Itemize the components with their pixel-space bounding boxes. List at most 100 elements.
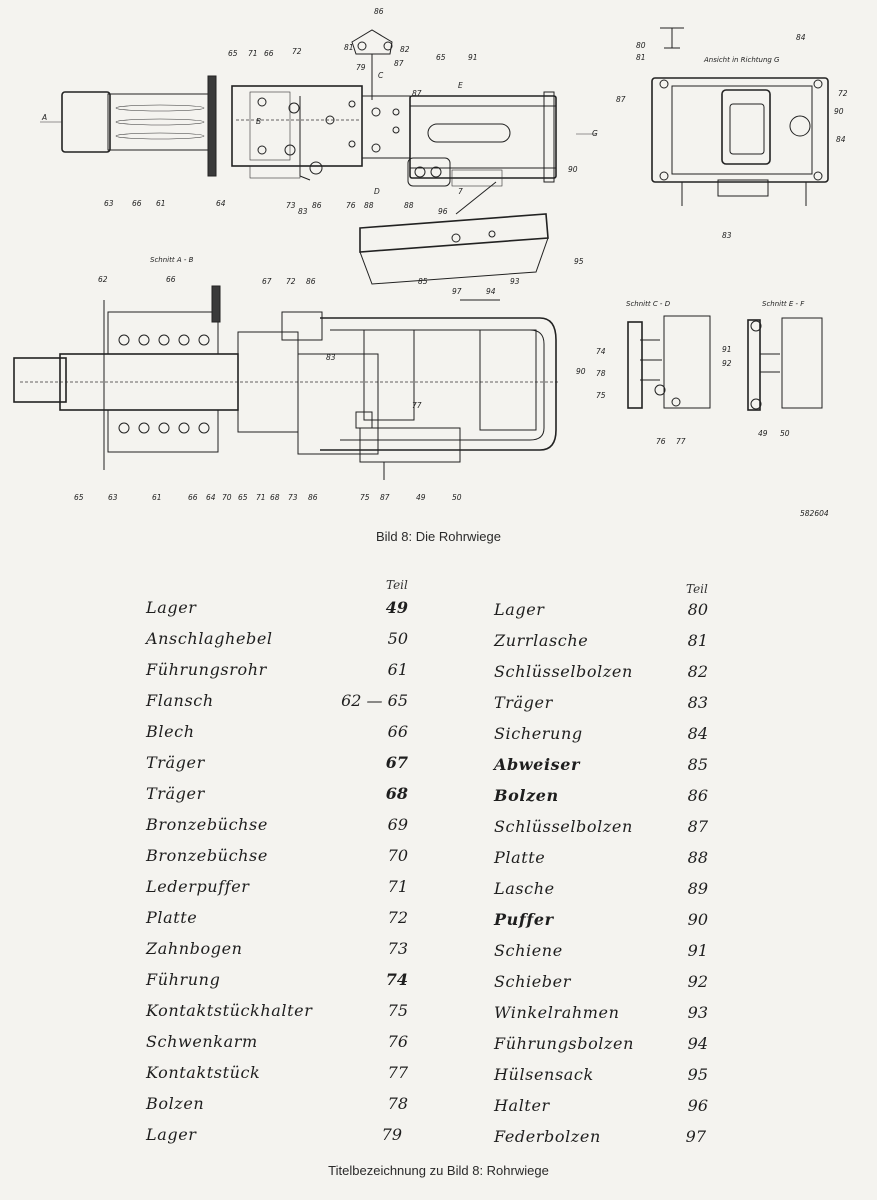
callout-label: 86: [312, 201, 322, 210]
part-name: Bronzebüchse: [146, 846, 268, 865]
part-name: Führung: [146, 970, 221, 989]
callout-label: 63: [104, 199, 114, 208]
part-number: 93: [687, 1003, 708, 1022]
callout-label: 65: [228, 49, 238, 58]
part-number: 86: [687, 786, 708, 805]
part-number: 94: [687, 1034, 708, 1053]
callout-label: 50: [780, 429, 790, 438]
callout-label: 74: [596, 347, 606, 356]
part-name: Platte: [494, 848, 546, 867]
part-name: Lager: [146, 1125, 197, 1144]
part-name: Schiene: [494, 941, 563, 960]
callout-label: 64: [216, 199, 226, 208]
technical-drawing: 65 71 66 72 79 C 87 65 E 91 63 66 61 64 …: [13, 7, 848, 518]
callout-label: 80: [636, 41, 646, 50]
part-name: Zurrlasche: [494, 631, 589, 650]
part-number: 67: [385, 753, 408, 772]
part-name: Sicherung: [494, 724, 583, 743]
part-number: 80: [687, 600, 708, 619]
part-number: 83: [687, 693, 708, 712]
part-number: 72: [387, 908, 408, 927]
part-name: Federbolzen: [494, 1127, 601, 1146]
callout-label: 88: [404, 201, 414, 210]
part-number: 77: [387, 1063, 408, 1082]
callout-label: 90: [568, 165, 578, 174]
part-name: Führungsrohr: [146, 660, 267, 679]
part-number: 90: [687, 910, 708, 929]
part-number: 84: [687, 724, 708, 743]
part-number: 71: [387, 877, 408, 896]
part-name: Kontaktstück: [146, 1063, 261, 1082]
callout-label: E: [458, 81, 463, 90]
callout-label: 81: [636, 53, 646, 62]
part-name: Puffer: [494, 910, 554, 929]
part-number: 82: [687, 662, 708, 681]
callout-label: 72: [286, 277, 296, 286]
figure-caption: Bild 8: Die Rohrwiege: [375, 529, 501, 544]
table-row: Puffer 90: [494, 910, 716, 934]
callout-label: 86: [306, 277, 316, 286]
part-number: 74: [385, 970, 408, 989]
callout-label: 65: [436, 53, 446, 62]
callout-label: 77: [676, 437, 686, 446]
part-name: Lederpuffer: [146, 877, 250, 896]
callout-label: 91: [722, 345, 732, 354]
callout-label: 50: [452, 493, 462, 502]
bracket-drawing: 96 97 94 95: [359, 181, 584, 296]
table-row: Führung 74: [146, 970, 416, 994]
callout-label: 97: [452, 287, 462, 296]
part-name: Lasche: [494, 879, 555, 898]
part-name: Halter: [494, 1096, 550, 1115]
callout-label: 83: [326, 353, 336, 362]
part-name: Schwenkarm: [146, 1032, 258, 1051]
callout-label: 86: [308, 493, 318, 502]
callout-label: 91: [468, 53, 478, 62]
callout-label: 63: [108, 493, 118, 502]
drawing-number: 582604: [800, 509, 829, 518]
callout-label: A: [41, 113, 47, 122]
part-number: 61: [387, 660, 408, 679]
callout-label: 67: [262, 277, 272, 286]
part-number: 79: [381, 1125, 402, 1144]
callout-label: 75: [596, 391, 606, 400]
callout-label: 82: [400, 45, 410, 54]
callout-label: 71: [256, 493, 266, 502]
part-number: 78: [387, 1094, 408, 1113]
table-row: Sicherung 84: [494, 724, 716, 748]
callout-label: 66: [264, 49, 274, 58]
part-number: 97: [685, 1127, 706, 1146]
callout-label: 90: [576, 367, 586, 376]
callout-label: 62: [98, 275, 108, 284]
part-name: Schlüsselbolzen: [494, 662, 633, 681]
callout-label: 83: [298, 207, 308, 216]
teil-header-left: Teil: [386, 578, 408, 592]
part-name: Anschlaghebel: [146, 629, 273, 648]
part-name: Zahnbogen: [146, 939, 243, 958]
callout-label: 85: [418, 277, 428, 286]
part-number: 89: [687, 879, 708, 898]
callout-label: 79: [356, 63, 366, 72]
callout-label: 94: [486, 287, 496, 296]
view-title: Ansicht in Richtung G: [703, 56, 780, 64]
table-row: Federbolzen 97: [494, 1127, 716, 1151]
callout-label: 83: [722, 231, 732, 240]
part-name: Kontaktstückhalter: [146, 1001, 313, 1020]
table-row: Kontaktstück 77: [146, 1063, 416, 1087]
part-number: 66: [387, 722, 408, 741]
part-number: 50: [387, 629, 408, 648]
callout-label: 66: [132, 199, 142, 208]
part-number: 70: [387, 846, 408, 865]
callout-label: G: [592, 129, 598, 138]
view-direction-g: Ansicht in Richtung G 80 81 84 87 72 90 …: [616, 27, 848, 240]
